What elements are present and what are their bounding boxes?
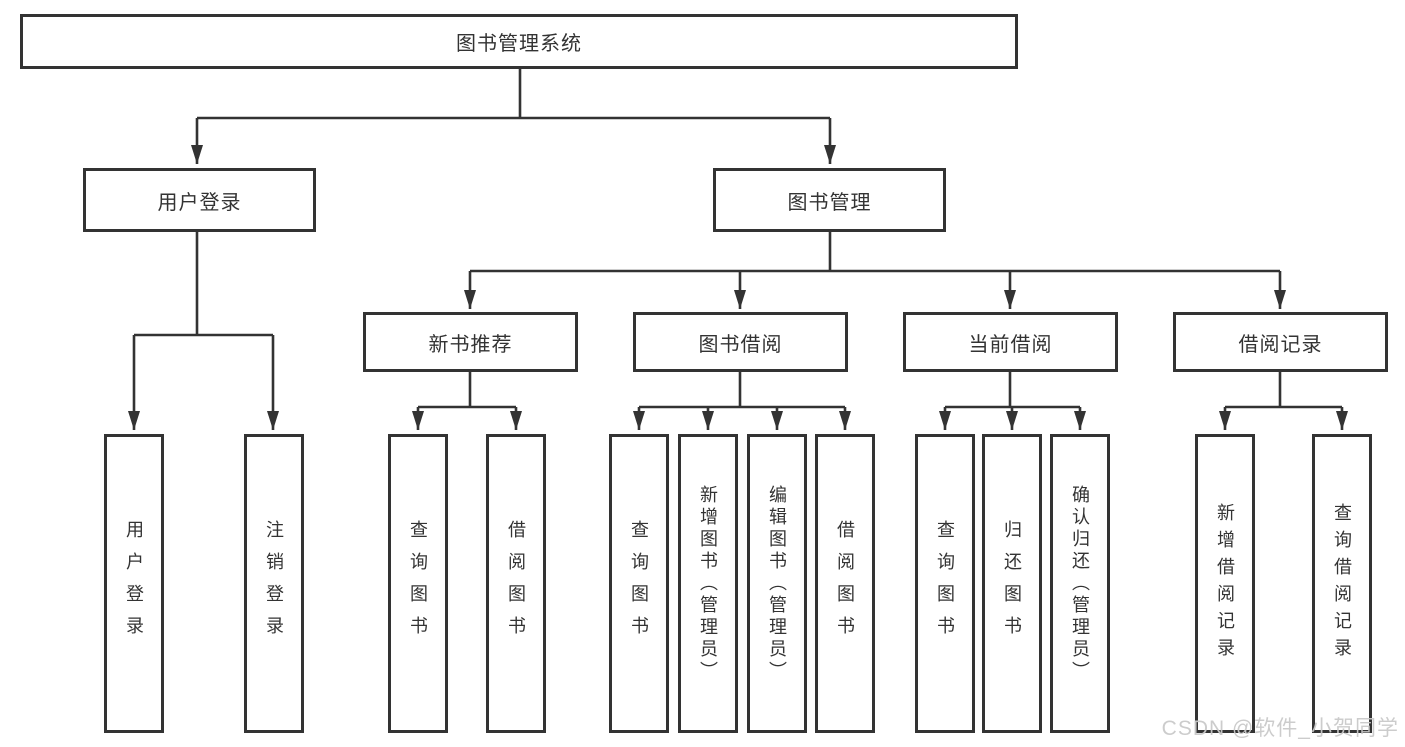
node-query-books-2: 查询图书: [609, 434, 669, 733]
node-current-borrowing: 当前借阅: [903, 312, 1118, 372]
node-label: 当前借阅: [968, 333, 1053, 356]
node-user-login-action: 用户登录: [104, 434, 164, 733]
node-add-books-admin: 新增图书（管理员）: [678, 434, 738, 733]
node-label: 注销登录: [264, 519, 284, 648]
node-label: 查询图书: [629, 519, 649, 648]
node-label: 确认归还（管理员）: [1070, 484, 1090, 683]
node-query-books-1: 查询图书: [388, 434, 448, 733]
node-label: 归还图书: [1002, 519, 1022, 648]
node-label: 新增借阅记录: [1215, 502, 1235, 665]
node-label: 查询借阅记录: [1332, 502, 1352, 665]
node-library-management-system: 图书管理系统: [20, 14, 1018, 69]
node-user-login: 用户登录: [83, 168, 316, 232]
node-edit-books-admin: 编辑图书（管理员）: [747, 434, 807, 733]
node-borrow-books-1: 借阅图书: [486, 434, 546, 733]
node-book-management: 图书管理: [713, 168, 946, 232]
node-label: 图书管理系统: [456, 33, 582, 55]
node-borrow-books-2: 借阅图书: [815, 434, 875, 733]
node-label: 借阅图书: [835, 519, 855, 648]
node-new-book-recommendation: 新书推荐: [363, 312, 578, 372]
node-label: 图书借阅: [698, 333, 783, 356]
node-label: 查询图书: [935, 519, 955, 648]
node-label: 新书推荐: [428, 333, 513, 356]
node-query-books-3: 查询图书: [915, 434, 975, 733]
node-label: 借阅记录: [1238, 333, 1323, 356]
node-book-borrowing: 图书借阅: [633, 312, 848, 372]
node-label: 查询图书: [408, 519, 428, 648]
node-label: 新增图书（管理员）: [698, 484, 718, 683]
node-label: 用户登录: [124, 519, 144, 648]
node-label: 编辑图书（管理员）: [767, 484, 787, 683]
csdn-watermark: CSDN @软件_小贺同学: [1161, 717, 1399, 740]
node-label: 图书管理: [787, 191, 872, 214]
node-label: 借阅图书: [506, 519, 526, 648]
node-return-books: 归还图书: [982, 434, 1042, 733]
node-confirm-return-admin: 确认归还（管理员）: [1050, 434, 1110, 733]
node-borrowing-records: 借阅记录: [1173, 312, 1388, 372]
node-add-borrow-record: 新增借阅记录: [1195, 434, 1255, 733]
node-logout: 注销登录: [244, 434, 304, 733]
node-label: 用户登录: [157, 191, 242, 214]
node-query-borrow-record: 查询借阅记录: [1312, 434, 1372, 733]
